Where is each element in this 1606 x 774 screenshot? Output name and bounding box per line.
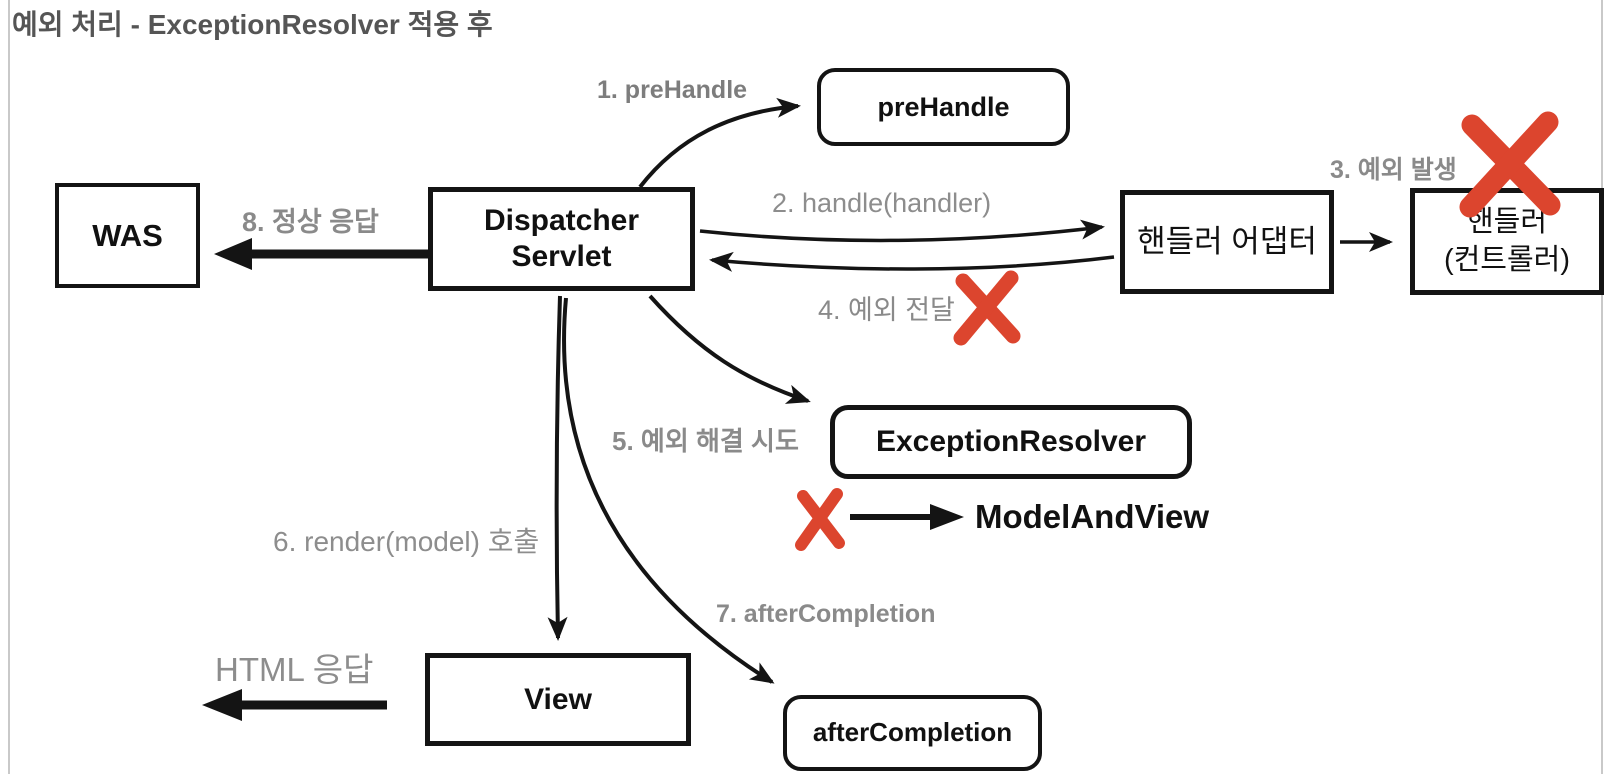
node-handler-adapter-label: 핸들러 어댑터 bbox=[1137, 224, 1317, 260]
edge-label-step7: 7. afterCompletion bbox=[716, 600, 936, 628]
node-handler-controller-line2: (컨트롤러) bbox=[1443, 243, 1571, 276]
node-handler-adapter: 핸들러 어댑터 bbox=[1120, 190, 1334, 294]
node-aftercompletion-label: afterCompletion bbox=[812, 717, 1013, 748]
edge-label-step2: 2. handle(handler) bbox=[772, 188, 992, 218]
node-was: WAS bbox=[55, 183, 200, 288]
edge-label-step1: 1. preHandle bbox=[597, 76, 748, 104]
arrow-prehandle bbox=[638, 97, 801, 189]
node-dispatcher-servlet: Dispatcher Servlet bbox=[428, 187, 695, 291]
edge-label-step5: 5. 예외 해결 시도 bbox=[612, 426, 799, 456]
arrow-exception-return bbox=[709, 251, 1115, 272]
edge-label-step8: 8. 정상 응답 bbox=[242, 207, 379, 237]
node-was-label: WAS bbox=[92, 217, 163, 253]
node-view: View bbox=[425, 653, 691, 746]
node-handler-controller: 핸들러 (컨트롤러) bbox=[1410, 188, 1604, 295]
node-exception-resolver: ExceptionResolver bbox=[830, 405, 1192, 479]
edge-label-step4: 4. 예외 전달 bbox=[818, 295, 955, 325]
node-dispatcher-line1: Dispatcher bbox=[483, 204, 640, 237]
node-view-label: View bbox=[524, 682, 592, 716]
label-modelandview: ModelAndView bbox=[975, 498, 1210, 535]
arrow-render-view bbox=[547, 295, 568, 641]
node-aftercompletion: afterCompletion bbox=[783, 695, 1042, 771]
label-html-response: HTML 응답 bbox=[215, 651, 374, 688]
arrow-handle-forward bbox=[699, 219, 1105, 243]
right-border-line bbox=[1601, 0, 1603, 774]
arrow-modelandview-head bbox=[930, 504, 964, 530]
left-border-line bbox=[8, 0, 10, 774]
node-prehandle: preHandle bbox=[817, 68, 1070, 146]
arrow-aftercompletion bbox=[562, 297, 775, 684]
page-title: 예외 처리 - ExceptionResolver 적용 후 bbox=[12, 9, 493, 40]
node-dispatcher-line2: Servlet bbox=[511, 240, 612, 273]
arrow-was-head bbox=[214, 238, 252, 270]
edge-label-step3: 3. 예외 발생 bbox=[1330, 156, 1457, 184]
edge-label-step6: 6. render(model) 호출 bbox=[273, 526, 540, 557]
node-handler-controller-line1: 핸들러 bbox=[1466, 205, 1548, 238]
arrow-exception-resolver bbox=[648, 294, 811, 404]
arrow-html-head bbox=[202, 689, 242, 721]
node-exception-resolver-label: ExceptionResolver bbox=[875, 425, 1147, 458]
node-prehandle-label: preHandle bbox=[877, 91, 1010, 122]
